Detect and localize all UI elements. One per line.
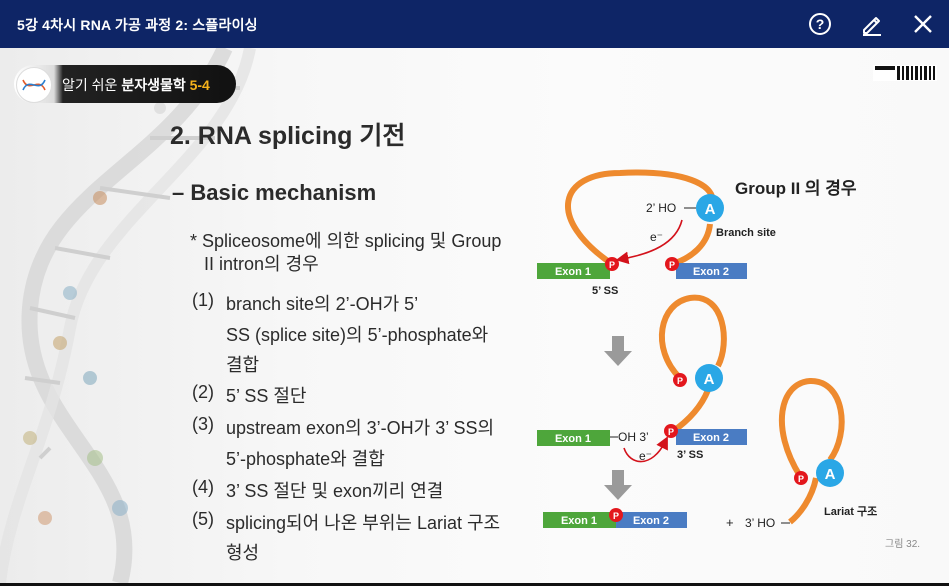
note-line-1: * Spliceosome에 의한 splicing 및 Group: [190, 231, 502, 251]
electron-label: e⁻: [639, 449, 652, 463]
step-text: splicing되어 나온 부위는 Lariat 구조: [226, 513, 501, 533]
plus-sign: +: [726, 515, 734, 530]
branch-site-label: Branch site: [716, 227, 776, 239]
phosphate-label: P: [677, 376, 683, 386]
barcode-logo: [873, 65, 937, 81]
down-arrow: [604, 336, 632, 366]
close-icon: [914, 15, 932, 33]
step-number: (5): [192, 509, 214, 529]
intron-loop: [565, 169, 716, 267]
exon-2-label: Exon 2: [693, 432, 729, 444]
ss3-label: 3’ SS: [677, 449, 703, 461]
exon-2-box: [676, 429, 747, 445]
step-text: 5’-phosphate와 결합: [226, 449, 385, 469]
phosphate-label: P: [613, 511, 619, 521]
step-text: SS (splice site)의 5’-phosphate와: [226, 325, 489, 345]
slide-heading: 2. RNA splicing 기전: [170, 122, 406, 150]
exon-1-box: [537, 430, 610, 446]
intron-loop: [659, 294, 727, 381]
pencil-icon: [863, 17, 881, 36]
phosphate-label: P: [798, 474, 804, 484]
logo-emblem: [16, 67, 52, 103]
phosphate-marker: [605, 257, 619, 271]
window-title: 5강 4차시 RNA 가공 과정 2: 스플라이싱: [17, 17, 258, 33]
edit-button[interactable]: [858, 10, 886, 38]
step-number: (3): [192, 414, 214, 434]
adenine-label: A: [825, 466, 836, 483]
step-text: 5’ SS 절단: [226, 386, 307, 406]
phosphate-marker: [664, 424, 678, 438]
adenine-label: A: [704, 371, 715, 388]
help-circle-icon: ?: [809, 13, 831, 35]
step-number: (2): [192, 382, 214, 402]
exon-1-label: Exon 1: [555, 266, 591, 278]
svg-text:?: ?: [816, 16, 825, 32]
exon-1-box: [543, 512, 616, 528]
phosphate-label: P: [668, 427, 674, 437]
phosphate-marker: [673, 373, 687, 387]
ho2-label: 2’ HO: [646, 201, 676, 215]
phosphate-label: P: [609, 260, 615, 270]
lariat-tail: [788, 477, 819, 525]
step-number: (4): [192, 477, 214, 497]
exon-1-label: Exon 1: [561, 515, 597, 527]
exon-1-box: [537, 263, 610, 279]
phosphate-marker: [794, 471, 808, 485]
phosphate-marker: [609, 508, 623, 522]
adenine-branch-site: [696, 194, 724, 222]
exon-2-label: Exon 2: [633, 515, 669, 527]
phosphate-marker: [665, 257, 679, 271]
ss5-label: 5’ SS: [592, 285, 618, 297]
electron-arrow: [623, 436, 668, 463]
diagram-title: Group II 의 경우: [735, 179, 857, 198]
step-text: upstream exon의 3’-OH가 3’ SS의: [226, 418, 495, 438]
logo-text: 알기 쉬운 분자생물학 5-4: [62, 75, 210, 95]
exon-1-label: Exon 1: [555, 433, 591, 445]
step-text: 3’ SS 절단 및 exon끼리 연결: [226, 481, 444, 501]
title-bar: 5강 4차시 RNA 가공 과정 2: 스플라이싱 ?: [0, 0, 949, 48]
logo-prefix: 알기 쉬운: [62, 77, 122, 93]
oh3-label: OH 3’: [618, 430, 649, 444]
step-text: 형성: [226, 543, 260, 563]
ho3-label: 3’ HO: [745, 516, 775, 530]
adenine-branch-site: [695, 364, 723, 392]
step-text: branch site의 2’-OH가 5’: [226, 294, 419, 314]
bottom-border: [0, 583, 949, 586]
electron-arrow: [615, 219, 683, 265]
slide: 알기 쉬운 분자생물학 5-4 2. RNA splicing 기전 – Bas…: [0, 48, 949, 583]
phosphate-label: P: [669, 260, 675, 270]
intron-loop: [670, 388, 711, 435]
figure-caption: 그림 32.: [885, 539, 921, 550]
help-button[interactable]: ?: [806, 10, 834, 38]
close-button[interactable]: [909, 10, 937, 38]
step-number: (1): [192, 290, 214, 310]
dna-helix-decoration: [0, 48, 256, 583]
adenine-branch-site: [816, 459, 844, 487]
step-text: 결합: [226, 355, 260, 375]
electron-label: e⁻: [650, 230, 663, 244]
note-line-2: II intron의 경우: [204, 254, 319, 274]
slide-subheading: – Basic mechanism: [172, 180, 377, 205]
lariat-label: Lariat 구조: [824, 505, 877, 518]
exon-2-label: Exon 2: [693, 266, 729, 278]
exon-2-box: [676, 263, 747, 279]
logo-number: 5-4: [189, 77, 210, 93]
down-arrow: [604, 470, 632, 500]
dna-logo-icon: [22, 79, 46, 91]
lariat-loop: [778, 377, 845, 478]
exon-2-box: [616, 512, 687, 528]
adenine-label: A: [705, 201, 716, 218]
splicing-diagram: Group II 의 경우 Exon 1 Exon 2 P P A 2’ HO …: [537, 169, 877, 530]
logo-course-name: 분자생물학: [121, 77, 186, 93]
